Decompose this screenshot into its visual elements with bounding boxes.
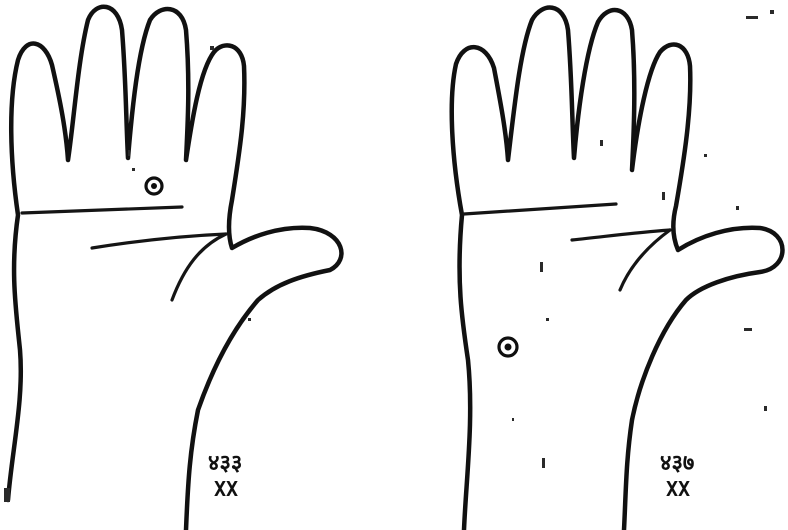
right-heart-line (464, 204, 616, 214)
right-caption: ४३७ XX (660, 451, 694, 501)
right-hand-outline (452, 8, 783, 530)
right-life-line (620, 230, 670, 290)
left-caption-marks: XX (214, 477, 238, 501)
left-heart-line (22, 207, 182, 213)
left-mole-mark (146, 178, 162, 194)
left-life-line (172, 234, 226, 300)
left-hand-figure: ४३३ XX (4, 7, 341, 530)
right-caption-number: ४३७ (660, 451, 694, 476)
left-caption-number: ४३३ (208, 451, 242, 476)
right-head-line (572, 230, 670, 240)
right-mole-mark (499, 338, 517, 356)
left-caption: ४३३ XX (208, 451, 242, 501)
right-hand-figure: ४३७ XX (452, 8, 783, 530)
right-caption-marks: XX (666, 477, 690, 501)
left-hand-outline (8, 7, 341, 530)
